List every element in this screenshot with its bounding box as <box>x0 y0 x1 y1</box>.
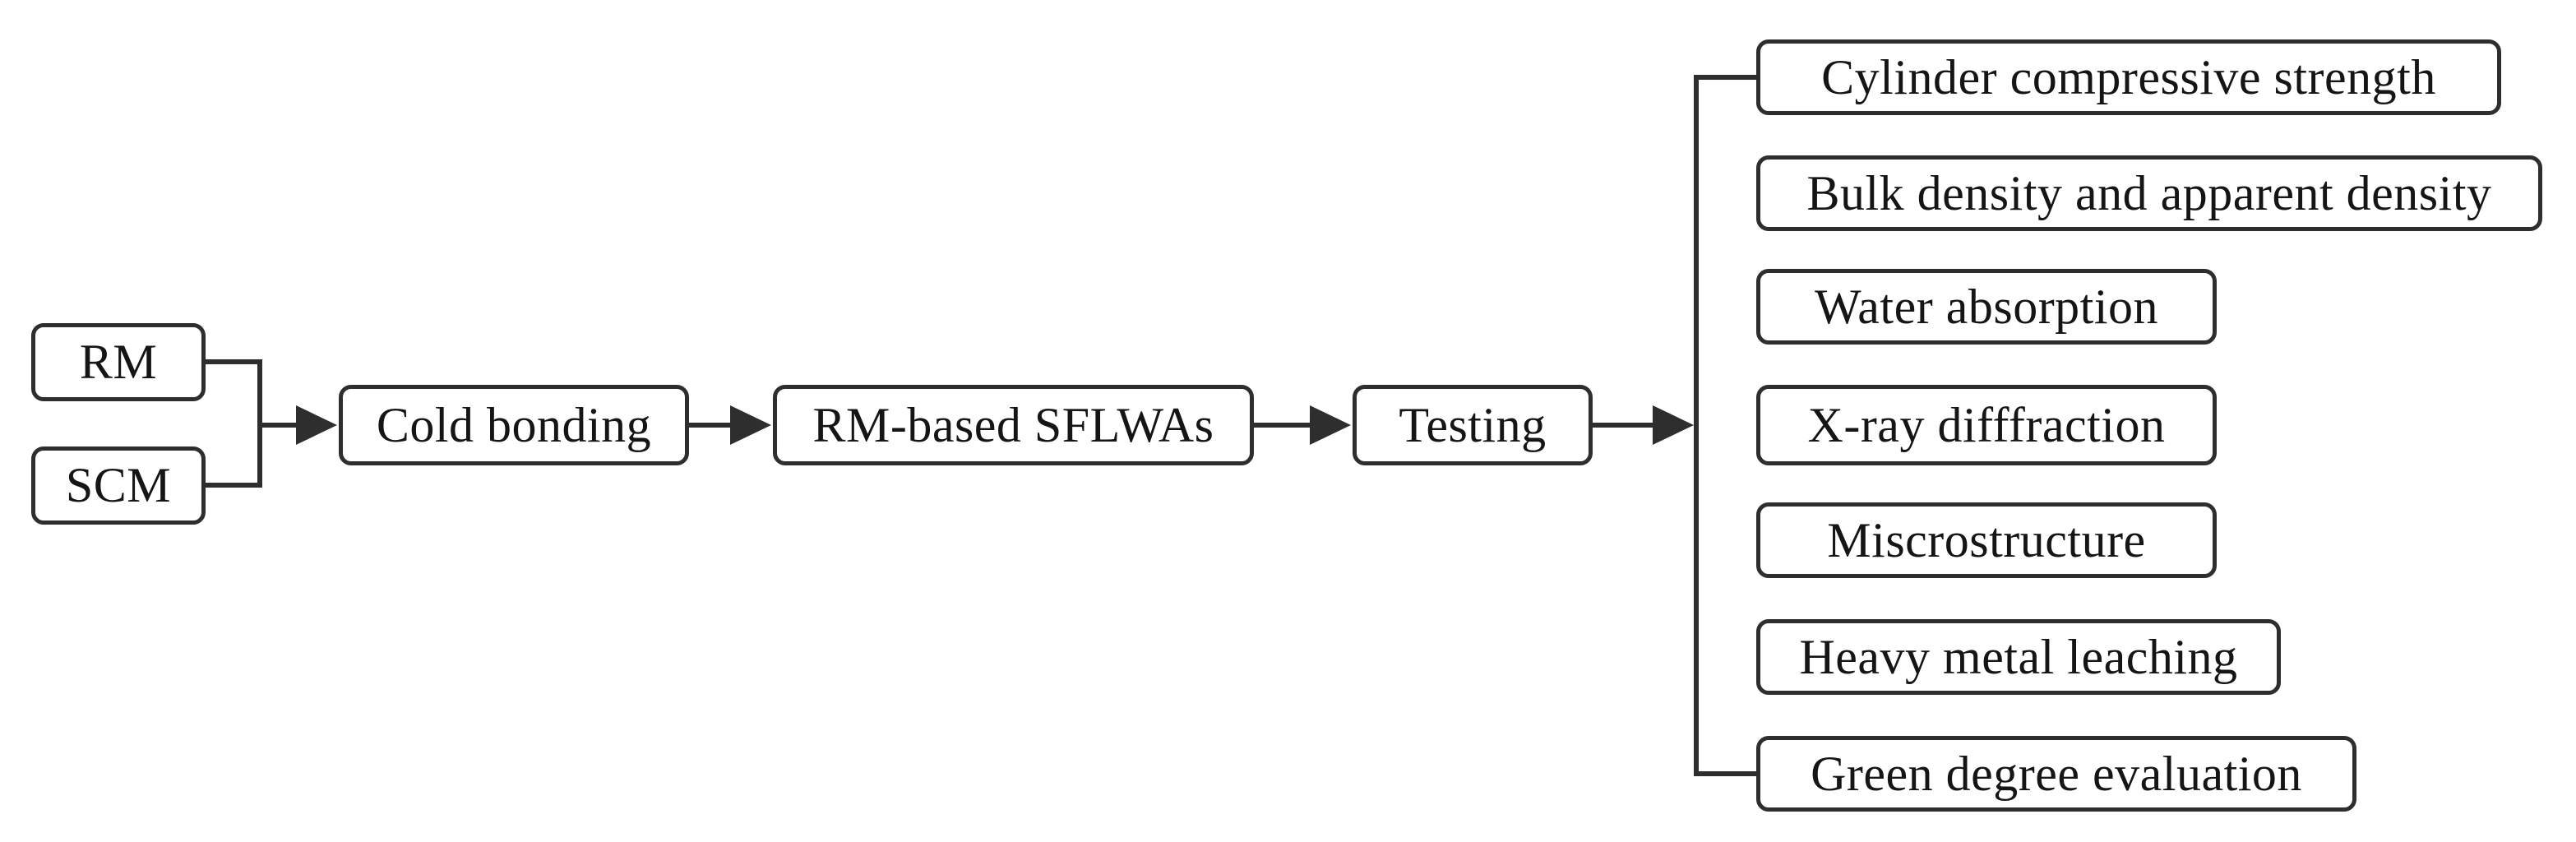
node-scm: SCM <box>31 446 206 525</box>
node-bulk-density-and-apparent-density: Bulk density and apparent density <box>1756 155 2542 231</box>
connector-materials-bracket <box>206 359 262 488</box>
node-x-ray-diffraction: X-ray difffraction <box>1756 385 2217 465</box>
node-cylinder-compressive-strength: Cylinder compressive strength <box>1756 39 2501 115</box>
node-rm-based-sflwas: RM-based SFLWAs <box>773 385 1254 465</box>
arrow-materials-to-cold-bonding <box>260 405 337 445</box>
node-cold-bonding: Cold bonding <box>339 385 689 465</box>
node-microstructure: Miscrostructure <box>1756 502 2217 578</box>
arrow-testing-to-tests-bracket <box>1593 405 1694 445</box>
node-green-degree-evaluation: Green degree evaluation <box>1756 736 2356 812</box>
connector-tests-bracket <box>1694 75 1756 776</box>
node-rm: RM <box>31 323 206 401</box>
arrow-product-to-testing <box>1254 405 1351 445</box>
node-water-absorption: Water absorption <box>1756 269 2217 345</box>
node-testing: Testing <box>1353 385 1593 465</box>
node-heavy-metal-leaching: Heavy metal leaching <box>1756 619 2281 695</box>
arrow-cold-bonding-to-product <box>689 405 771 445</box>
